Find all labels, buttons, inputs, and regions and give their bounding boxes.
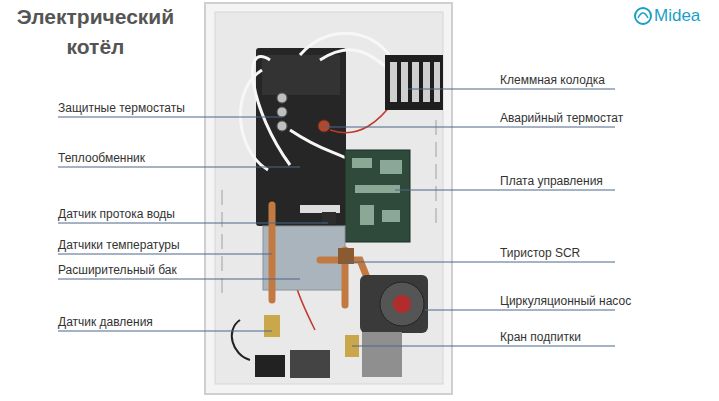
part-label: Плата управления [500,174,603,189]
circulation-pump [360,275,428,333]
part-label: Кран подпитки [500,330,581,345]
emergency-thermostat [318,120,330,132]
part-label: Клеммная колодка [500,73,605,88]
part-label: Защитные термостаты [58,101,185,116]
pipes [272,205,370,305]
cabinet [205,3,452,394]
part-label: Расширительный бак [58,263,177,278]
thermostats [277,93,287,131]
part-label: Теплообменник [58,151,145,166]
part-label: Датчик давления [58,315,153,330]
wires [240,33,400,170]
terminal-block [385,55,443,110]
part-label: Циркуляционный насос [500,294,631,309]
logo-text: Midea [654,6,700,26]
title: Электрический котёл [8,2,183,62]
control-board [345,150,410,242]
part-label: Датчики температуры [58,238,180,253]
part-label: Тиристор SCR [500,246,580,261]
part-label: Датчик протока воды [58,207,175,222]
pressure-sensor [264,315,280,337]
logo-mark [635,8,651,24]
cabinet-back [215,12,443,384]
part-label: Аварийный термостат [500,111,623,126]
